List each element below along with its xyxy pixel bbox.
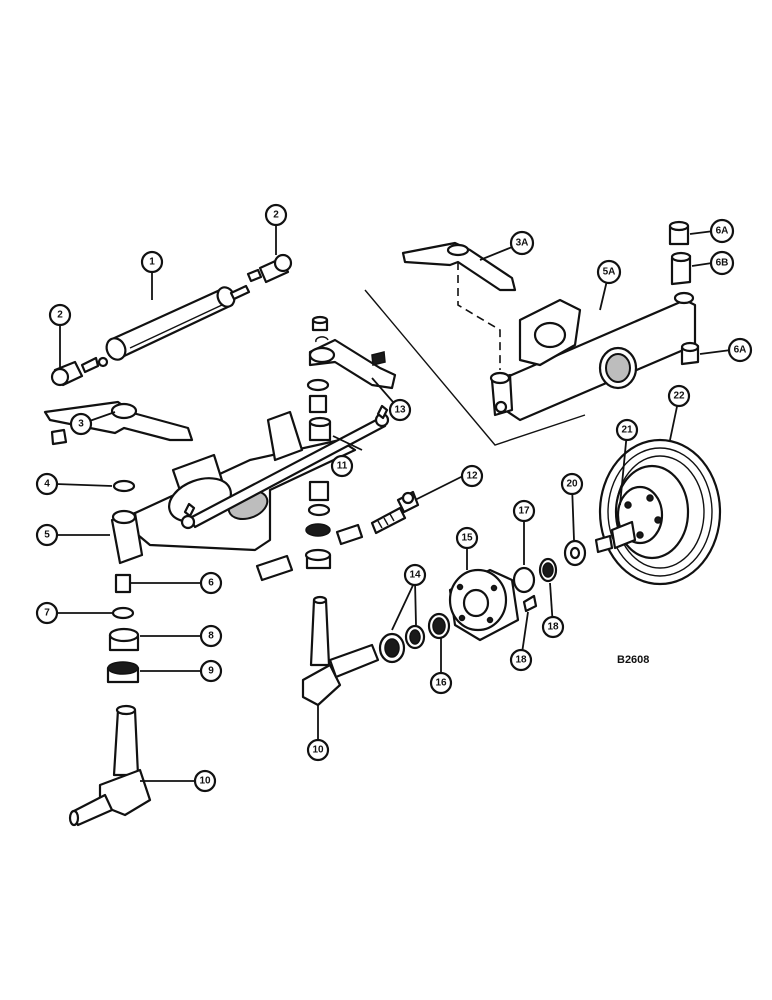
spindle-right [301, 595, 380, 707]
callout-6a-bottom: 6A [727, 337, 753, 363]
callout-11: 11 [330, 454, 354, 478]
callout-label: 4 [44, 479, 50, 490]
callout-18-left: 18 [509, 648, 533, 672]
callout-5a: 5A [596, 259, 622, 285]
tie-rod-end-12 [370, 490, 420, 535]
front-wheel [594, 438, 722, 586]
callout-12: 12 [460, 464, 484, 488]
callout-10-right: 10 [306, 738, 330, 762]
callout-3: 3 [69, 412, 93, 436]
section-divider-line [364, 289, 586, 446]
callout-label: 12 [466, 471, 478, 482]
bushings [668, 220, 700, 366]
callout-label: 10 [312, 745, 324, 756]
callout-label: 18 [515, 655, 527, 666]
callout-label: 6A [716, 226, 729, 237]
callout-label: 18 [547, 622, 559, 633]
callout-15: 15 [455, 526, 479, 550]
callout-1: 1 [140, 250, 164, 274]
callout-6a-top: 6A [709, 218, 735, 244]
callout-label: 13 [394, 405, 406, 416]
callout-4: 4 [35, 472, 59, 496]
bearing-set [378, 539, 587, 664]
tie-rod-end-right [246, 253, 293, 284]
steering-arm-left [43, 400, 194, 446]
callout-16: 16 [429, 671, 453, 695]
callout-2-top: 2 [264, 203, 288, 227]
callout-label: 3 [78, 419, 84, 430]
steering-arm-right [308, 336, 397, 390]
callout-6b: 6B [709, 250, 735, 276]
callout-6-upper: 6 [199, 571, 223, 595]
callout-10-left: 10 [193, 769, 217, 793]
callout-3a: 3A [509, 230, 535, 256]
callout-label: 7 [44, 608, 50, 619]
callout-2-left: 2 [48, 303, 72, 327]
callout-17: 17 [512, 499, 536, 523]
callout-label: 17 [518, 506, 530, 517]
tie-rod-end-left [50, 356, 109, 387]
callout-label: 6 [208, 578, 214, 589]
front-axle-alt [489, 291, 697, 422]
tie-rod [180, 404, 390, 530]
steering-arm-alt [401, 241, 517, 370]
callout-label: 2 [57, 310, 63, 321]
callout-label: 5 [44, 530, 50, 541]
callout-label: 15 [461, 533, 473, 544]
callout-5: 5 [35, 523, 59, 547]
steering-cylinder [105, 284, 251, 361]
callout-13: 13 [388, 398, 412, 422]
callout-label: 11 [337, 461, 348, 472]
callout-label: 2 [273, 210, 279, 221]
callout-label: 6A [734, 345, 747, 356]
callout-14: 14 [403, 563, 427, 587]
kingpin-stack-left [106, 479, 140, 684]
callout-label: 10 [199, 776, 211, 787]
callout-21: 21 [615, 418, 639, 442]
callout-label: 8 [208, 631, 214, 642]
callout-22: 22 [667, 384, 691, 408]
callout-9: 9 [199, 659, 223, 683]
callout-label: 16 [435, 678, 447, 689]
callout-label: 21 [621, 425, 633, 436]
leader-lines [55, 224, 732, 782]
callout-label: 1 [149, 257, 155, 268]
callout-label: 22 [673, 391, 685, 402]
callout-label: 3A [516, 238, 529, 249]
callout-8: 8 [199, 624, 223, 648]
callout-7: 7 [35, 601, 59, 625]
callout-label: 20 [566, 479, 578, 490]
callout-label: 5A [603, 267, 616, 278]
callout-label: 14 [409, 570, 421, 581]
spindle-left [68, 704, 152, 827]
wheel-hub [448, 568, 538, 642]
callout-label: 6B [716, 258, 729, 269]
callout-20: 20 [560, 472, 584, 496]
callout-label: 9 [208, 666, 214, 677]
figure-code: B2608 [617, 654, 649, 666]
callout-18-right: 18 [541, 615, 565, 639]
kingpin-stack-right [255, 315, 364, 582]
